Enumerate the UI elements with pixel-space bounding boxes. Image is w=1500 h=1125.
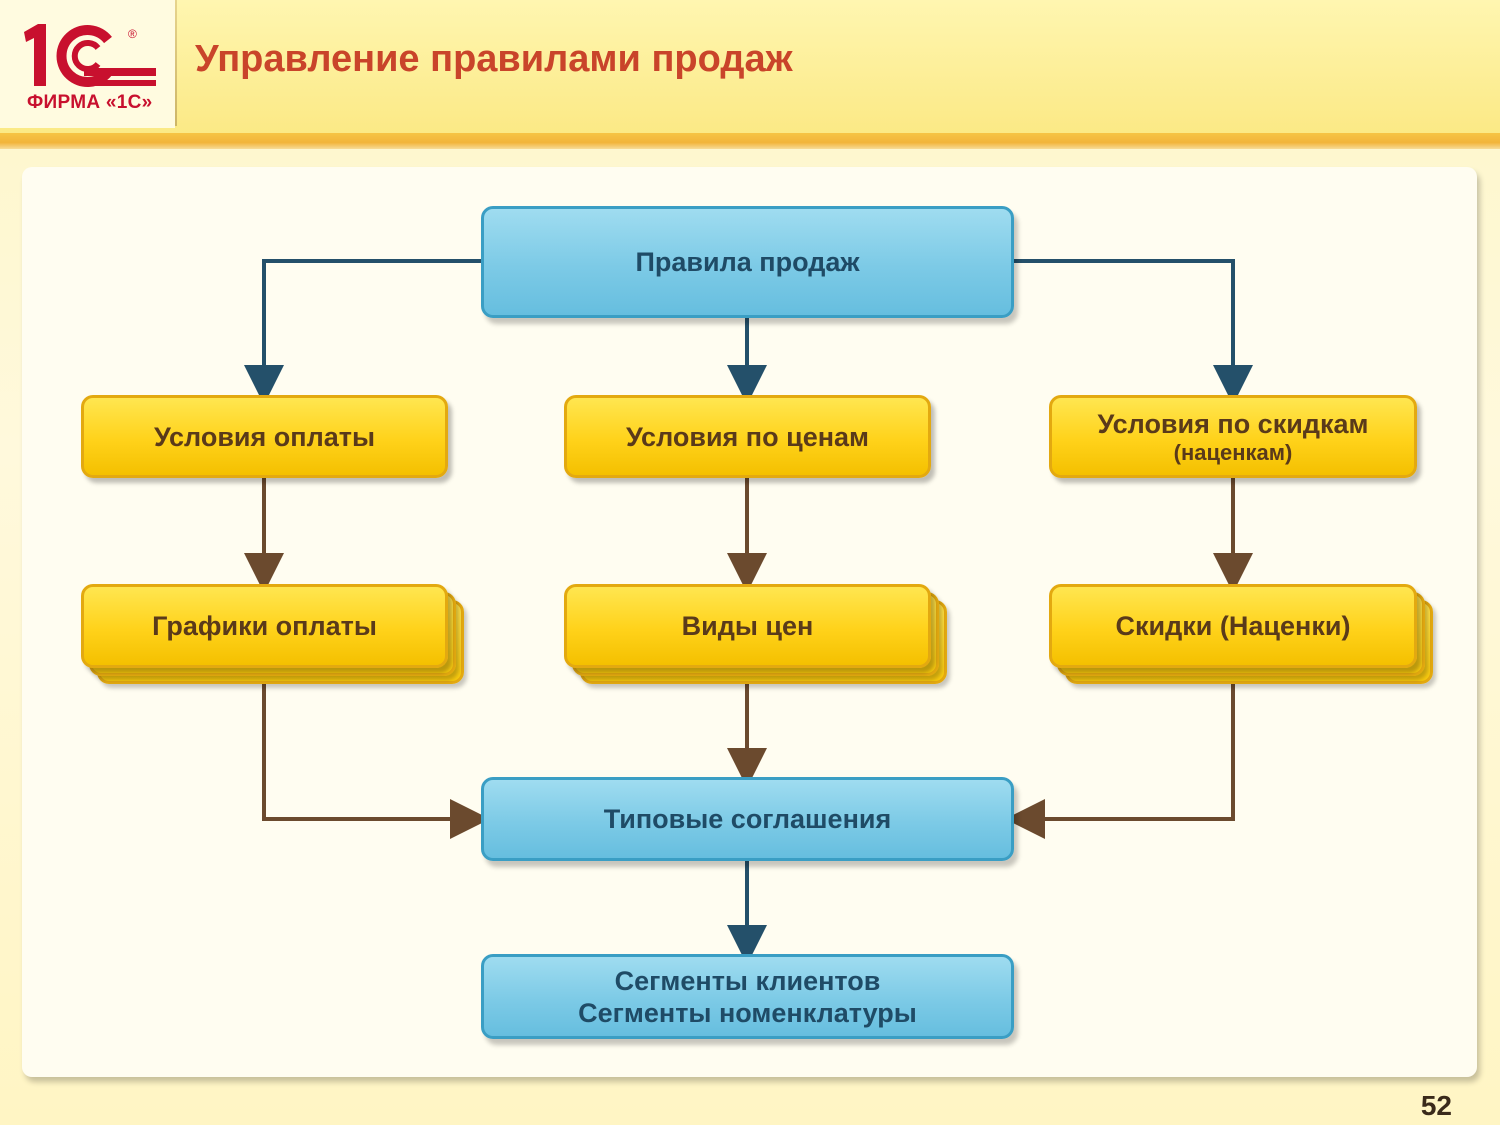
node-sales-rules-label: Правила продаж: [635, 247, 860, 277]
node-sales-rules: Правила продаж: [481, 206, 1014, 318]
arrow-schedules-to-agreements: [262, 668, 490, 839]
arrow-root-to-discounts: [1013, 259, 1253, 405]
page-title: Управление правилами продаж: [195, 38, 793, 80]
node-segments-label-clients: Сегменты клиентов: [614, 965, 881, 996]
logo: ® ФИРМА «1С»: [0, 0, 175, 128]
header-accent-band: [0, 133, 1500, 149]
slide-header: [0, 0, 1500, 135]
node-payment-schedules-label: Графики оплаты: [152, 611, 377, 641]
arrow-root-to-payment: [244, 259, 482, 405]
1c-logo-icon: ®: [24, 24, 156, 87]
node-standard-agreements-label: Типовые соглашения: [603, 804, 892, 834]
logo-caption: ФИРМА «1С»: [27, 92, 153, 113]
node-price-types-label: Виды цен: [681, 611, 814, 641]
node-payment-conditions-label: Условия оплаты: [153, 421, 376, 452]
node-price-types: Виды цен: [564, 584, 931, 668]
node-price-conditions: Условия по ценам: [564, 395, 931, 478]
node-discounts: Скидки (Наценки): [1049, 584, 1417, 668]
node-discounts-label: Скидки (Наценки): [1115, 611, 1351, 641]
node-discount-conditions-label: Условия по скидкам: [1097, 408, 1369, 439]
node-payment-schedules: Графики оплаты: [81, 584, 448, 668]
node-standard-agreements: Типовые соглашения: [481, 777, 1014, 861]
node-discount-conditions: Условия по скидкам (наценкам): [1049, 395, 1417, 478]
node-price-conditions-label: Условия по ценам: [625, 421, 870, 452]
header-divider: [175, 0, 177, 126]
svg-text:®: ®: [128, 27, 137, 41]
node-segments: Сегменты клиентов Сегменты номенклатуры: [481, 954, 1014, 1039]
node-discount-conditions-sublabel: (наценкам): [1173, 439, 1293, 465]
node-segments-label-items: Сегменты номенклатуры: [578, 997, 917, 1028]
arrow-discountlist-to-agreements: [1005, 668, 1235, 839]
node-payment-conditions: Условия оплаты: [81, 395, 448, 478]
page-number: 52: [1420, 1090, 1452, 1121]
